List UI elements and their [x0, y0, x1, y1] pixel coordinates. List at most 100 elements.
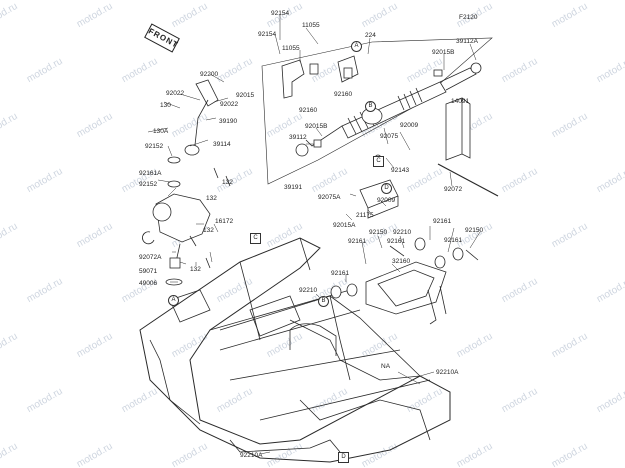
part-label: 92210A — [240, 452, 263, 459]
part-label: 224 — [365, 32, 376, 39]
washer-92152b — [167, 180, 181, 188]
bushing-92161-a — [330, 285, 342, 299]
callout-b-frame: B — [318, 296, 329, 307]
part-label: NA — [381, 363, 391, 370]
part-label: 92072A — [139, 254, 162, 261]
bushing-92161-e — [452, 247, 464, 261]
frame-outline — [139, 237, 451, 463]
part-label: 92015B — [432, 49, 455, 56]
part-label: 92015A — [333, 222, 356, 229]
part-label: 92210 — [299, 287, 318, 294]
bolt-132-a — [189, 167, 231, 269]
part-label: 16172 — [215, 218, 234, 225]
part-label: 21175 — [356, 212, 374, 219]
aarm-inner — [377, 269, 435, 307]
part-label: 92160 — [299, 107, 318, 114]
part-label: 39190 — [219, 118, 238, 125]
aarm-32160 — [365, 261, 447, 315]
part-label: 130A — [153, 128, 169, 135]
part-label: 92075A — [318, 194, 341, 201]
coupling-59071 — [169, 257, 181, 269]
part-label: 39112A — [456, 38, 478, 45]
tie-rod-left — [305, 125, 343, 147]
part-label: 130 — [160, 102, 171, 109]
page-code: F2120 — [459, 14, 478, 21]
part-label: 132 — [222, 179, 233, 186]
part-label: 92152 — [145, 143, 164, 150]
part-label: 39114 — [213, 141, 231, 148]
callout-c-right: C — [373, 156, 384, 167]
part-label: 92210A — [436, 369, 459, 376]
bushing-2 — [343, 67, 353, 79]
part-label: 92009 — [400, 122, 419, 129]
callout-a-top: A — [351, 41, 362, 52]
part-label: 92072 — [444, 186, 463, 193]
leader-lines — [147, 14, 481, 455]
frame-rear — [299, 359, 431, 441]
part-label: 92150 — [465, 227, 484, 234]
washer-92152 — [167, 156, 181, 164]
part-label: 92154 — [258, 31, 277, 38]
part-label: 92161 — [444, 237, 463, 244]
part-label: 92015B — [305, 123, 328, 130]
bushing-92161-d — [434, 255, 446, 269]
rack-bracket-left — [281, 59, 305, 99]
part-label: 92161 — [331, 270, 350, 277]
tie-rod-end-left — [295, 143, 309, 157]
bracket-21175-side — [367, 196, 399, 219]
part-label: 39112 — [289, 134, 307, 141]
callout-b-rack: B — [365, 101, 376, 112]
callout-d-right: D — [381, 183, 392, 194]
part-label: 32160 — [392, 258, 411, 265]
bushing-1 — [309, 63, 319, 75]
part-label: 132 — [190, 266, 201, 273]
part-label: 132 — [203, 227, 214, 234]
part-label: 92161 — [433, 218, 452, 225]
collar-1 — [433, 69, 443, 77]
frame-rail-right — [219, 295, 421, 377]
part-label: 92075 — [380, 133, 399, 140]
collar-2 — [313, 139, 322, 148]
ring-39114 — [184, 144, 200, 156]
frame-hoop — [289, 323, 337, 356]
frame-rear-beam — [229, 439, 341, 453]
part-label: 92022 — [220, 101, 239, 108]
part-label: 59071 — [139, 268, 158, 275]
bushing-92161-c — [414, 237, 426, 251]
rack-boot-left — [347, 109, 375, 135]
part-label: 92154 — [271, 10, 290, 17]
steering-rack — [341, 81, 447, 139]
rack-boot-right — [397, 87, 423, 111]
rod-92072 — [437, 163, 499, 197]
part-label: 92210 — [393, 229, 412, 236]
part-label: 92015 — [236, 92, 255, 99]
upper-shaft — [193, 99, 209, 155]
part-label: 14091 — [451, 98, 470, 105]
eps-motor — [152, 202, 172, 222]
part-label: 92161A — [139, 170, 162, 177]
eps-unit — [155, 193, 211, 243]
callout-a-frame: A — [168, 295, 179, 306]
steering-column — [195, 79, 219, 107]
frame-rail-left — [149, 339, 201, 425]
bushing-92161-b — [346, 283, 358, 297]
part-label: 92022 — [166, 90, 185, 97]
callout-c-frame: C — [250, 233, 261, 244]
frame-detail — [169, 289, 341, 361]
part-label: 39191 — [284, 184, 303, 191]
part-label: 92161 — [348, 238, 367, 245]
part-label: 92161 — [387, 238, 406, 245]
part-label: 11055 — [302, 22, 320, 29]
callout-d-frame: D — [338, 452, 349, 463]
boot-box — [445, 97, 471, 161]
clip-92072a — [142, 231, 155, 245]
aarm-leg — [427, 285, 447, 325]
tie-rod-end-right — [470, 62, 482, 74]
part-label: 92160 — [334, 91, 353, 98]
part-label: 92152 — [139, 181, 158, 188]
bolt-92150 — [389, 245, 479, 261]
part-label: 49006 — [139, 280, 158, 287]
part-label: 92143 — [391, 167, 410, 174]
